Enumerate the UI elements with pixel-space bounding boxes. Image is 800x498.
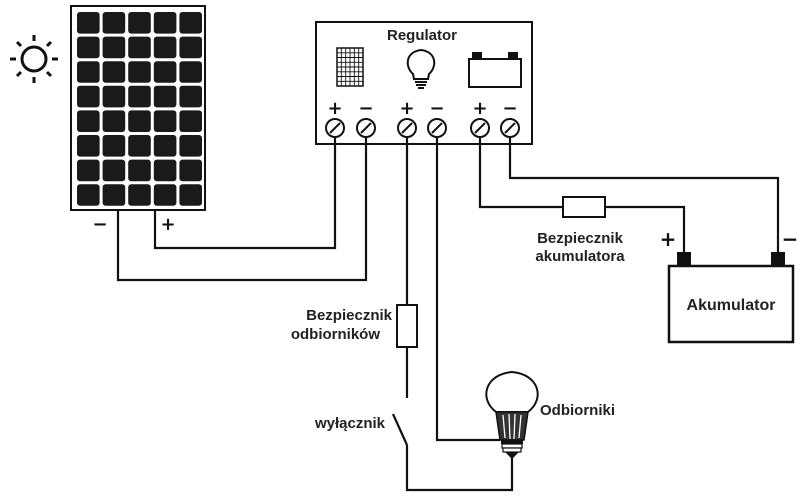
light-bulb-icon [406, 48, 436, 89]
panel-cell [179, 159, 202, 182]
battery-icon [468, 52, 522, 88]
battery-fuse-label-line2: akumulatora [535, 248, 625, 265]
panel-cell [128, 184, 151, 206]
panel-cell [153, 85, 177, 108]
switch-label: wyłącznik [314, 415, 386, 432]
panel-cell [102, 85, 126, 108]
panel-cell [128, 61, 151, 83]
wires [116, 138, 780, 492]
panel-cell [77, 85, 100, 108]
panel-cell [128, 159, 151, 182]
load-fuse-label-line2: odbiorników [291, 326, 380, 343]
battery: Akumulator [667, 252, 795, 344]
solar-panel [70, 5, 206, 211]
terminal-panel-plus [325, 118, 345, 138]
wire-battery-minus [508, 138, 780, 252]
regulator-load-minus: − [429, 98, 444, 119]
battery-fuse-label-line1: Bezpiecznik [537, 230, 624, 247]
regulator: Regulator [315, 21, 533, 145]
panel-cell [179, 85, 202, 108]
loads-label: Odbiorniki [540, 402, 615, 419]
regulator-terminals [325, 118, 520, 138]
switch [391, 413, 409, 446]
battery-label: Akumulator [687, 297, 776, 314]
load-fuse-label-line1: Bezpiecznik [306, 307, 393, 324]
panel-cell [77, 12, 100, 34]
panel-cell [77, 61, 100, 83]
panel-cell [179, 110, 202, 132]
battery-plus-sign: + [660, 227, 677, 251]
panel-cell [128, 135, 151, 157]
panel-cell [102, 12, 126, 34]
wire-panel-minus [116, 138, 368, 282]
terminal-load-plus [397, 118, 417, 138]
panel-cell [153, 110, 177, 132]
panel-cell [128, 110, 151, 132]
panel-cell [179, 61, 202, 83]
panel-cell [77, 135, 100, 157]
panel-cell [179, 184, 202, 206]
panel-cell [102, 184, 126, 206]
panel-cell [77, 36, 100, 59]
battery-minus-sign: − [782, 227, 799, 251]
panel-cell [153, 36, 177, 59]
regulator-battery-plus: + [472, 98, 487, 119]
wire-load-plus-bottom [405, 445, 514, 492]
panel-minus-sign: − [92, 214, 107, 235]
panel-cell [77, 110, 100, 132]
terminal-battery-plus [470, 118, 490, 138]
panel-cell [102, 61, 126, 83]
panel-cell [179, 36, 202, 59]
terminal-battery-minus [500, 118, 520, 138]
panel-cell [102, 36, 126, 59]
solar-panel-cells [77, 12, 202, 206]
panel-cell [128, 36, 151, 59]
wire-battery-plus-b [605, 205, 686, 252]
panel-cell [153, 135, 177, 157]
panel-cell [102, 159, 126, 182]
panel-plus-sign: + [160, 214, 175, 235]
panel-cell [102, 110, 126, 132]
panel-cell [77, 159, 100, 182]
panel-cell [102, 135, 126, 157]
regulator-panel-plus: + [327, 98, 342, 119]
panel-cell [153, 159, 177, 182]
regulator-title: Regulator [387, 27, 457, 44]
wire-battery-plus-a [478, 138, 563, 209]
panel-cell [179, 12, 202, 34]
regulator-load-plus: + [399, 98, 414, 119]
panel-cell [153, 184, 177, 206]
sun-icon [10, 35, 58, 83]
wire-panel-plus [153, 138, 337, 250]
panel-cell [153, 12, 177, 34]
regulator-panel-minus: − [358, 98, 373, 119]
terminal-load-minus [427, 118, 447, 138]
battery-fuse [562, 196, 606, 218]
panel-cell [153, 61, 177, 83]
regulator-battery-minus: − [502, 98, 517, 119]
terminal-panel-minus [356, 118, 376, 138]
led-bulb [485, 370, 539, 459]
panel-cell [77, 184, 100, 206]
wire-load-minus [435, 138, 500, 442]
panel-cell [179, 135, 202, 157]
solar-panel-icon [336, 47, 364, 87]
panel-cell [128, 12, 151, 34]
panel-cell [128, 85, 151, 108]
load-fuse [396, 304, 418, 348]
